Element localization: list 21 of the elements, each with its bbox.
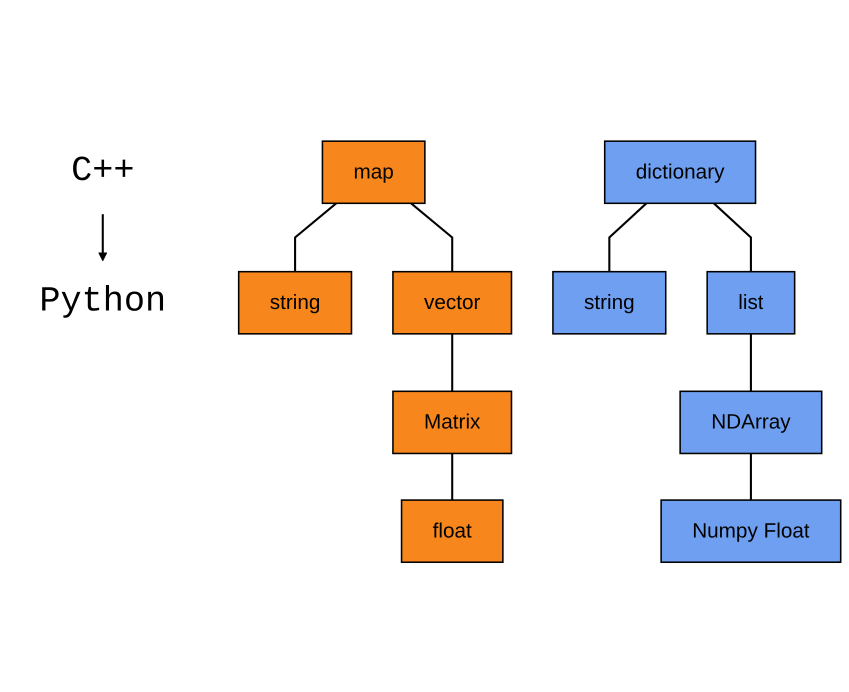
- node-box: Numpy Float: [660, 499, 842, 563]
- node-box: string: [552, 270, 667, 334]
- node-box: dictionary: [604, 140, 756, 204]
- node-text: Python: [39, 282, 166, 322]
- arrow: [98, 214, 108, 261]
- connector: [713, 202, 752, 272]
- node-box: vector: [392, 270, 512, 334]
- connector: [750, 453, 752, 500]
- node-box: Matrix: [392, 390, 512, 454]
- node-box: NDArray: [679, 390, 822, 454]
- node-box: map: [322, 140, 426, 204]
- node-text: C++: [71, 152, 134, 192]
- connector: [451, 334, 454, 392]
- node-box: float: [400, 499, 504, 563]
- connector: [750, 334, 752, 392]
- connector: [608, 202, 648, 272]
- connector: [294, 202, 337, 272]
- node-box: list: [706, 270, 796, 334]
- connector: [451, 453, 454, 500]
- node-box: string: [238, 270, 352, 334]
- connector: [410, 202, 454, 272]
